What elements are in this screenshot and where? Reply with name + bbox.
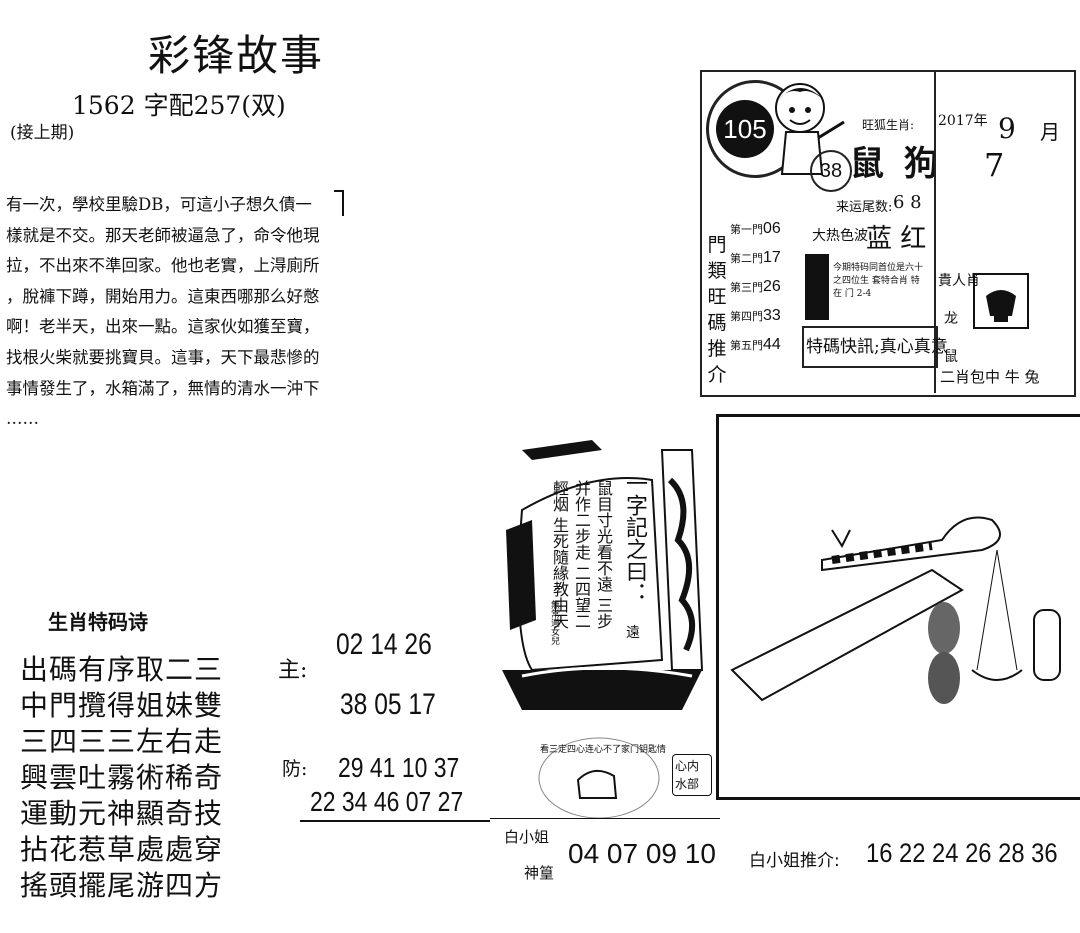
story-line: …… <box>6 409 39 429</box>
story-bracket <box>334 190 344 216</box>
rat-label: 鼠 <box>944 349 958 365</box>
seal-number: 105 <box>716 100 774 158</box>
calendar-month-label: 月 <box>1040 120 1060 144</box>
story-line: 拉，不出來不準回家。他也老實，上淂廁所 <box>6 256 320 276</box>
story-line: 啊！老半天，出來一點。這家伙如獲至寶， <box>6 317 320 337</box>
ball-number: 38 <box>810 150 852 192</box>
prophecy-title: 一字記之曰： <box>622 472 647 604</box>
poem-line: 中門攬得姐妹雙 <box>20 689 224 722</box>
gate-row: 第一門06 <box>730 220 781 237</box>
main-pick-row: 38 05 17 <box>340 688 436 721</box>
cartoon-boy-icon <box>775 83 845 175</box>
story-line: 有一次，學校里驗DB，可這小子想久債一 <box>6 195 312 214</box>
prophecy-line: 生死隨緣教由天 <box>550 517 569 630</box>
gate-side-title: 門類旺碼推介 <box>707 234 727 386</box>
recommend-label: 白小姐推介: <box>749 851 840 871</box>
tail-value: 6 8 <box>893 192 922 213</box>
bottom-divider <box>490 818 720 819</box>
guard-pick-label: 防: <box>282 758 308 780</box>
miss-bai-label: 白小姐 <box>504 828 550 846</box>
poem-line: 搖頭擺尾游四方 <box>20 869 224 902</box>
story-line: 找根火柴就要挑寶貝。這事，天下最悲慘的 <box>6 347 320 367</box>
zodiac-label: 旺狐生肖: <box>862 118 915 132</box>
poem-title: 生肖特码诗 <box>48 610 148 634</box>
poem-line: 運動元神顯奇技 <box>20 797 224 830</box>
scale-illustration-icon <box>730 516 1061 704</box>
bai-numbers: 04 07 09 10 <box>568 838 716 869</box>
recommend-numbers: 16 22 24 26 28 36 <box>866 838 1058 868</box>
prophecy-line: 三步并作二步走 <box>572 480 613 630</box>
prophecy-line: 二四望二輕烟 <box>550 480 591 630</box>
black-block <box>805 254 829 320</box>
two-zodiac-row: 二肖包中 牛 兔 <box>940 368 1040 386</box>
poem-line: 三四三三左右走 <box>20 725 224 758</box>
heart-water-badge: 心内水部 <box>672 754 712 796</box>
main-pick-label: 主: <box>278 658 308 683</box>
zodiac-poem: 出碼有序取二三 中門攬得姐妹雙 三四三三左右走 興雲吐霧術稀奇 運動元神顯奇技 … <box>20 652 223 904</box>
calendar-day: 7 <box>984 146 1005 184</box>
column-divider <box>934 70 936 393</box>
divider <box>300 820 490 822</box>
poem-line: 拈花惹草處處穿 <box>20 833 224 866</box>
issue-line: 1562 字配257(双) <box>72 91 286 120</box>
story-line: 樣就是不交。那天老師被逼急了，命令他現 <box>6 225 320 245</box>
story-line: 事情發生了，水箱滿了，無情的清水一沖下 <box>6 378 320 398</box>
gate-row: 第五門44 <box>730 336 781 353</box>
scale-frame <box>716 414 1080 800</box>
color-value: 蓝 红 <box>866 224 927 254</box>
special-tip: 特碼快訊;真心真意 <box>802 326 948 368</box>
guard-pick-row: 22 34 46 07 27 <box>310 786 464 817</box>
lucky-zodiac: 龙 鼠 <box>944 300 958 376</box>
prophecy-lines: 鼠目寸光看不遠 三步并作二步走 二四望二輕烟 生死隨緣教由天 <box>548 480 614 640</box>
poem-line: 出碼有序取二三 <box>20 653 224 686</box>
prophecy-author: 無常道女兒 <box>549 600 559 645</box>
zodiac-value: 鼠 狗 <box>850 144 942 184</box>
gate-row: 第四門33 <box>730 307 781 324</box>
story-text: 有一次，學校里驗DB，可這小子想久債一 樣就是不交。那天老師被逼急了，命令他現 … <box>6 190 346 435</box>
prophecy-line: 鼠目寸光看不遠 <box>594 480 613 592</box>
gate-row: 第三門26 <box>730 278 781 295</box>
notice-text: 今期特码同首位是六十 之四位生 套特合肖 特在 门 2-4 <box>833 263 924 299</box>
poem-line: 興雲吐霧術稀奇 <box>20 761 224 794</box>
page-title: 彩锋故事 <box>148 31 325 80</box>
ship-illustration-icon <box>502 440 704 710</box>
prophecy-answer: 遠 <box>626 625 640 641</box>
dragon-label: 龙 <box>944 311 958 327</box>
circle-seal-text: 看三定四心连心不了家门钥匙情 <box>540 745 667 755</box>
gate-row: 第二門17 <box>730 249 781 266</box>
calendar-month: 9 <box>998 112 1016 145</box>
incense-burner-icon <box>973 273 1029 329</box>
guard-pick-row: 29 41 10 37 <box>338 752 460 783</box>
color-label: 大热色波: <box>812 228 873 244</box>
calendar-year: 2017年 <box>938 113 988 129</box>
shen-suan-label: 神篁 <box>524 864 555 882</box>
continued-label: (接上期) <box>10 123 75 143</box>
story-line: ，脫褲下蹲，開始用力。這東西哪那么好憋 <box>6 286 320 306</box>
tail-label: 来运尾数: <box>836 200 893 215</box>
main-pick-row: 02 14 26 <box>336 628 432 661</box>
lucky-label: 貴人肖 <box>938 273 980 289</box>
newspaper-box <box>700 70 1076 397</box>
gate-list: 第一門06 第二門17 第三門26 第四門33 第五門44 <box>730 220 794 365</box>
